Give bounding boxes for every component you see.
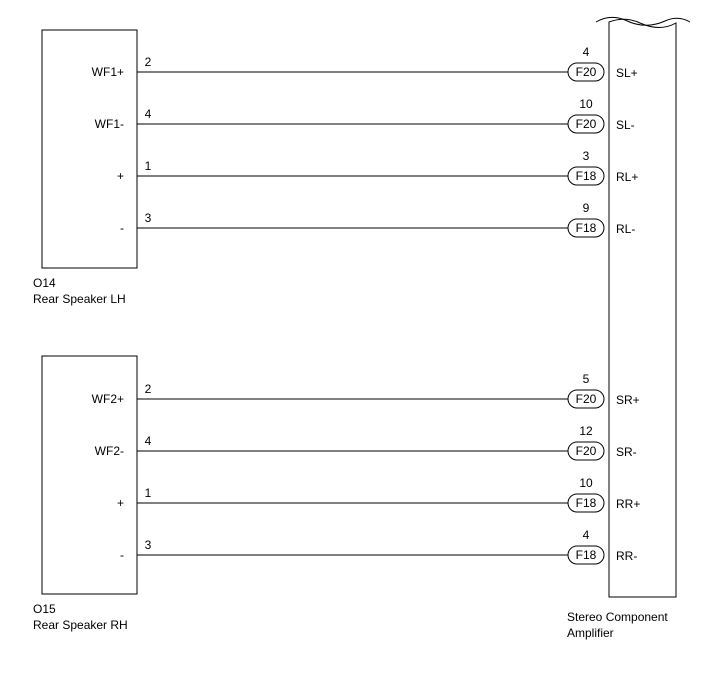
amplifier-pin-label: SR+: [616, 393, 640, 407]
rear-speaker-lh-code: O14: [33, 276, 56, 290]
amplifier-pin-label: RL-: [616, 222, 635, 236]
speaker-lh-pin-number: 2: [145, 55, 152, 69]
amplifier-break-line: [595, 16, 691, 26]
speaker-rh-pin-label: +: [117, 496, 124, 510]
amplifier-pin-number: 3: [583, 149, 590, 163]
connector-id: F18: [576, 496, 597, 510]
speaker-lh-pin-label: -: [120, 221, 124, 235]
connector-id: F20: [576, 65, 597, 79]
connector-capsule: [567, 166, 605, 186]
rear-speaker-rh-code: O15: [33, 602, 56, 616]
connector-id: F20: [576, 392, 597, 406]
amplifier-name-line1: Stereo Component: [567, 610, 668, 624]
amplifier-pin-number: 5: [583, 372, 590, 386]
amplifier-pin-label: RR+: [616, 497, 640, 511]
rear-speaker-rh-box: [41, 355, 138, 595]
amplifier-pin-label: RR-: [616, 549, 637, 563]
connector-capsule: [567, 545, 605, 565]
amplifier-pin-number: 12: [579, 424, 593, 438]
speaker-lh-pin-label: WF1+: [92, 65, 124, 79]
amplifier-pin-number: 10: [579, 476, 593, 490]
amplifier-pin-number: 9: [583, 201, 590, 215]
speaker-rh-pin-number: 1: [145, 486, 152, 500]
speaker-lh-pin-number: 3: [145, 211, 152, 225]
connector-id: F18: [576, 548, 597, 562]
connector-capsule: [567, 114, 605, 134]
connector-capsule: [567, 493, 605, 513]
connector-capsule: [567, 62, 605, 82]
speaker-rh-pin-number: 4: [145, 434, 152, 448]
connector-id: F18: [576, 221, 597, 235]
amplifier-pin-label: SR-: [616, 445, 637, 459]
speaker-lh-pin-number: 1: [145, 159, 152, 173]
speaker-rh-pin-label: WF2+: [92, 392, 124, 406]
speaker-rh-pin-label: WF2-: [95, 444, 124, 458]
rear-speaker-lh-name: Rear Speaker LH: [33, 292, 126, 306]
connector-id: F18: [576, 169, 597, 183]
speaker-lh-pin-number: 4: [145, 107, 152, 121]
speaker-lh-pin-label: +: [117, 169, 124, 183]
connector-id: F20: [576, 117, 597, 131]
amplifier-pin-number: 10: [579, 97, 593, 111]
amplifier-pin-label: SL+: [616, 66, 638, 80]
amplifier-pin-label: RL+: [616, 170, 638, 184]
connector-capsule: [567, 441, 605, 461]
connector-capsule: [567, 389, 605, 409]
rear-speaker-lh-box: [41, 29, 138, 269]
amplifier-name-line2: Amplifier: [567, 626, 614, 640]
amplifier-box: [608, 18, 677, 598]
amplifier-pin-label: SL-: [616, 118, 635, 132]
amplifier-pin-number: 4: [583, 45, 590, 59]
speaker-rh-pin-number: 2: [145, 382, 152, 396]
rear-speaker-rh-name: Rear Speaker RH: [33, 618, 128, 632]
connector-id: F20: [576, 444, 597, 458]
speaker-rh-pin-number: 3: [145, 538, 152, 552]
connector-capsule: [567, 218, 605, 238]
speaker-lh-pin-label: WF1-: [95, 117, 124, 131]
speaker-rh-pin-label: -: [120, 548, 124, 562]
amplifier-pin-number: 4: [583, 528, 590, 542]
